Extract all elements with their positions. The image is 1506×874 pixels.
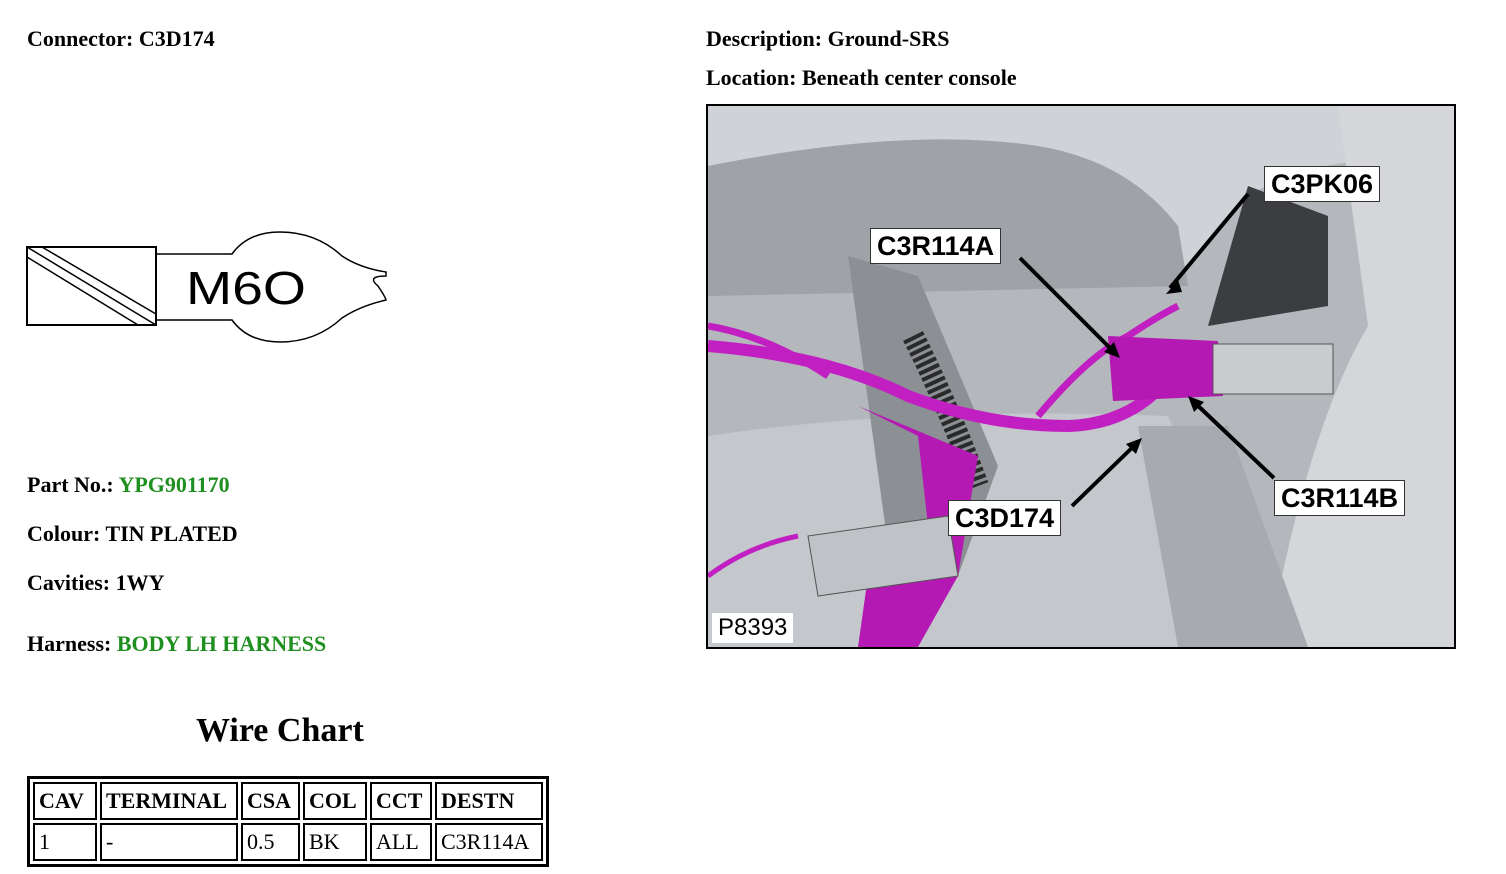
location-photo: C3PK06 C3R114A C3R114B C3D174 P8393 <box>706 104 1456 649</box>
connector-label: Connector: <box>27 26 134 51</box>
description-line: Description: Ground-SRS <box>706 26 949 52</box>
terminal-marking: M6O <box>186 262 306 314</box>
cell-cav: 1 <box>33 823 97 861</box>
callout-c3d174: C3D174 <box>948 500 1062 536</box>
description-label: Description: <box>706 26 823 51</box>
wire-chart-table: CAV TERMINAL CSA COL CCT DESTN 1 - 0.5 B… <box>27 776 549 867</box>
header-cct: CCT <box>370 782 432 820</box>
cell-csa: 0.5 <box>241 823 300 861</box>
wire-chart-header-row: CAV TERMINAL CSA COL CCT DESTN <box>33 782 543 820</box>
photo-id-label: P8393 <box>712 613 794 643</box>
harness-line: Harness: BODY LH HARNESS <box>27 631 326 657</box>
location-line: Location: Beneath center console <box>706 65 1017 91</box>
location-label: Location: <box>706 65 797 90</box>
location-value: Beneath center console <box>801 65 1017 90</box>
colour-value: TIN PLATED <box>105 521 238 546</box>
cavities-label: Cavities: <box>27 570 111 595</box>
colour-label: Colour: <box>27 521 101 546</box>
part-no-line: Part No.: YPG901170 <box>27 472 230 498</box>
part-no-label: Part No.: <box>27 472 114 497</box>
harness-label: Harness: <box>27 631 112 656</box>
table-row: 1 - 0.5 BK ALL C3R114A <box>33 823 543 861</box>
connector-value: C3D174 <box>138 26 215 51</box>
cell-terminal: - <box>100 823 238 861</box>
cavities-line: Cavities: 1WY <box>27 570 164 596</box>
colour-line: Colour: TIN PLATED <box>27 521 238 547</box>
header-terminal: TERMINAL <box>100 782 238 820</box>
ring-terminal-diagram: M6O <box>26 231 387 343</box>
cell-cct: ALL <box>370 823 432 861</box>
connector-line: Connector: C3D174 <box>27 26 215 52</box>
header-destn: DESTN <box>435 782 543 820</box>
cell-col: BK <box>303 823 367 861</box>
cell-destn: C3R114A <box>435 823 543 861</box>
cavities-value: 1WY <box>115 570 165 595</box>
description-value: Ground-SRS <box>827 26 950 51</box>
callout-c3r114a: C3R114A <box>870 228 1002 264</box>
callout-c3r114b: C3R114B <box>1274 480 1406 516</box>
header-col: COL <box>303 782 367 820</box>
callout-c3pk06: C3PK06 <box>1264 166 1381 202</box>
wire-chart-title: Wire Chart <box>196 712 364 749</box>
header-csa: CSA <box>241 782 300 820</box>
harness-link[interactable]: BODY LH HARNESS <box>116 631 327 656</box>
part-no-link[interactable]: YPG901170 <box>118 472 230 497</box>
header-cav: CAV <box>33 782 97 820</box>
